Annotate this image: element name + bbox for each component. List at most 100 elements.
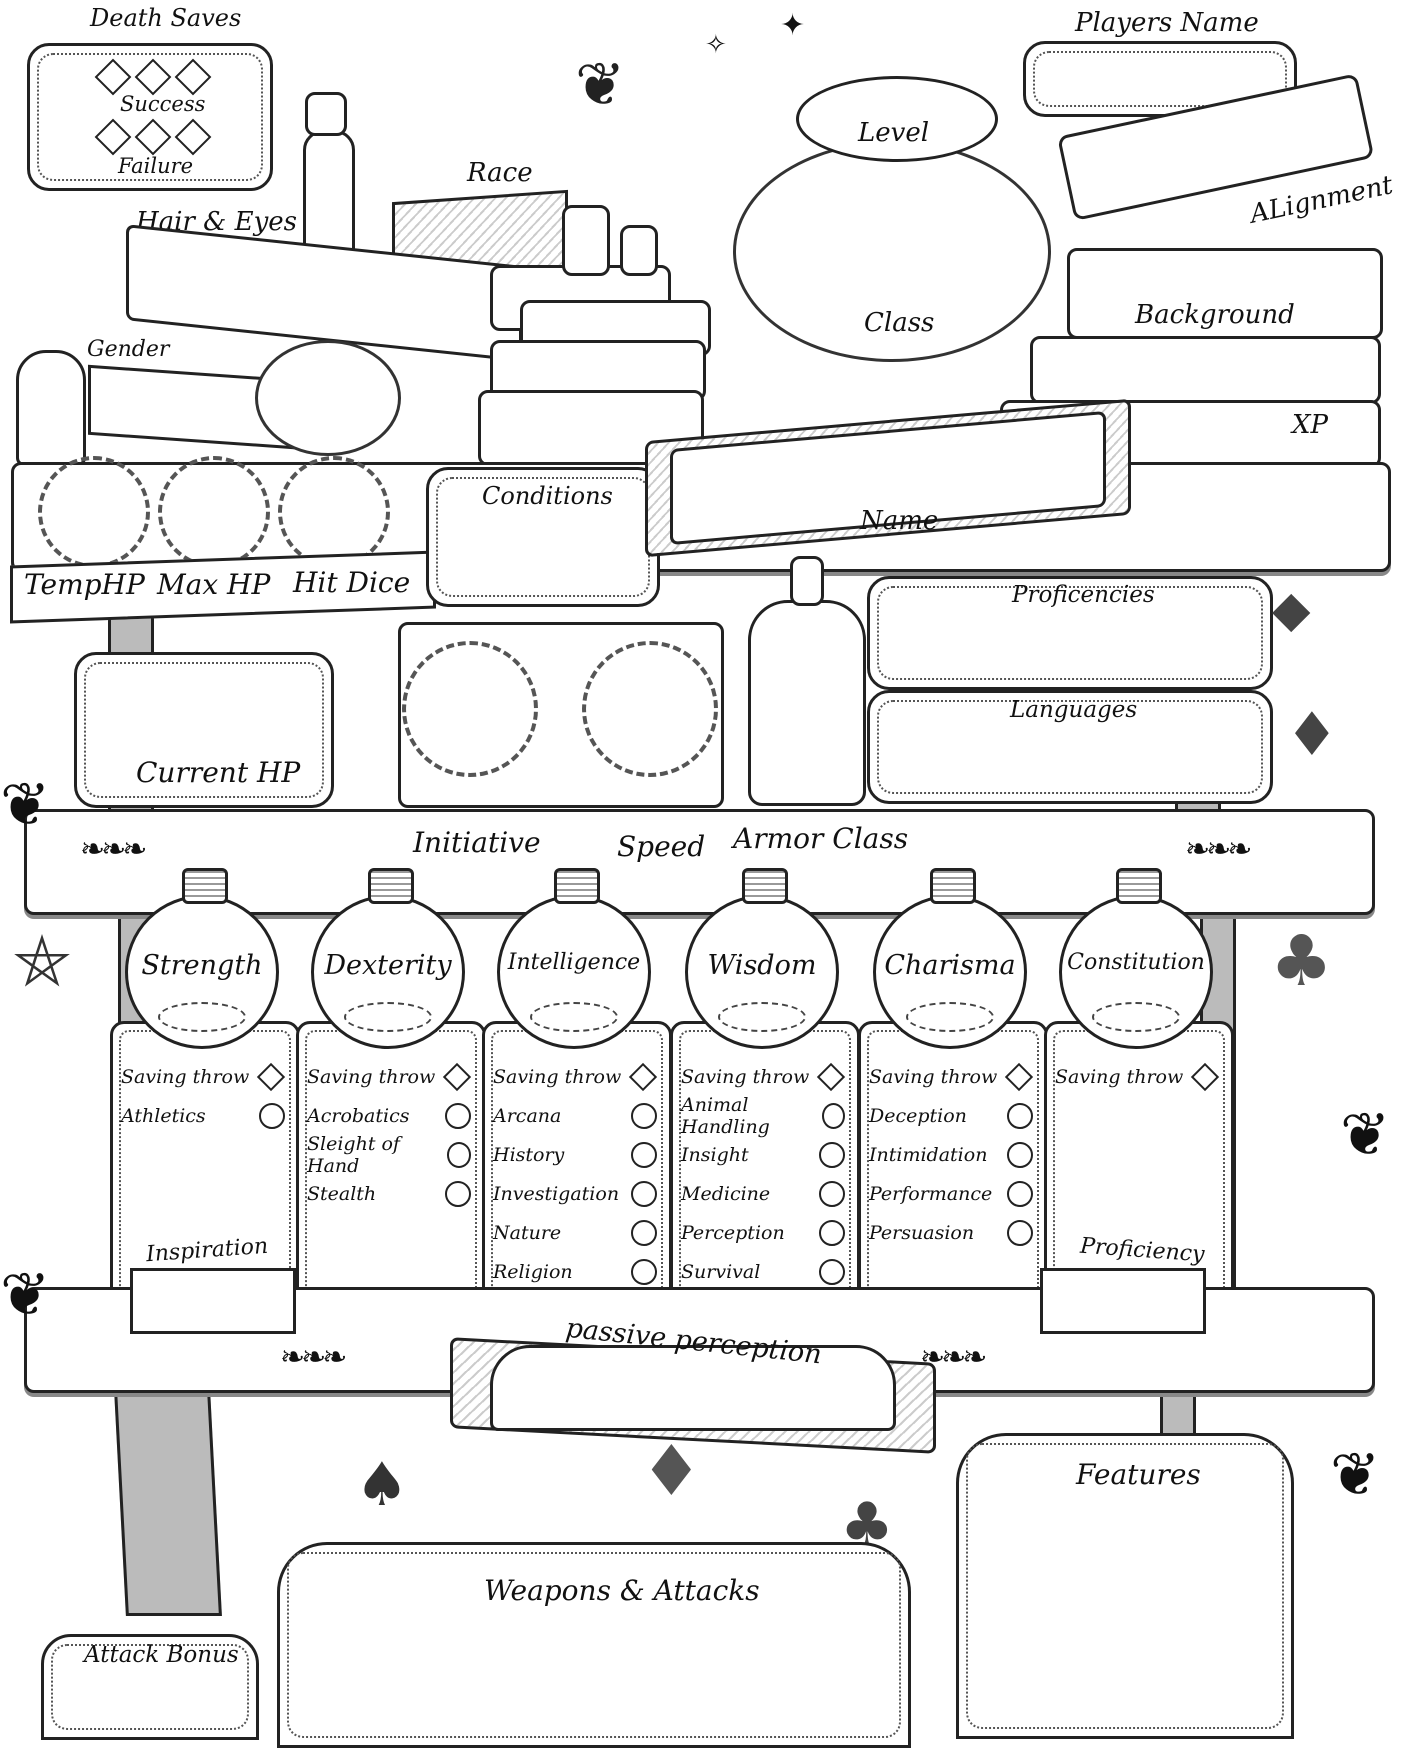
charisma-label: Charisma: [884, 950, 1016, 981]
hourglass-circle-left[interactable]: [402, 641, 538, 777]
dexterity-modifier-field[interactable]: [344, 1002, 432, 1032]
proficiency-radio[interactable]: [819, 1142, 845, 1168]
proficiency-diamond[interactable]: [1004, 1062, 1034, 1092]
proficiency-radio[interactable]: [1007, 1220, 1033, 1246]
charisma-score-potion[interactable]: Charisma: [873, 868, 1027, 1049]
proficiency-radio[interactable]: [631, 1181, 657, 1207]
class-oval[interactable]: [733, 141, 1051, 362]
proficiency-banner[interactable]: [1040, 1268, 1206, 1334]
proficiency-radio[interactable]: [819, 1220, 845, 1246]
failure-checkbox[interactable]: [174, 118, 212, 156]
proficiency-diamond[interactable]: [628, 1062, 658, 1092]
proficiency-diamond[interactable]: [442, 1062, 472, 1092]
skill-label: Acrobatics: [307, 1105, 410, 1127]
skill-perception[interactable]: Perception: [681, 1216, 849, 1250]
constitution-score-potion[interactable]: Constitution: [1059, 868, 1213, 1049]
proficiencies-box[interactable]: [867, 576, 1273, 690]
skill-nature[interactable]: Nature: [493, 1216, 661, 1250]
conditions-label: Conditions: [482, 482, 613, 510]
skill-persuasion[interactable]: Persuasion: [869, 1216, 1037, 1250]
max-hp-circle[interactable]: [158, 456, 270, 568]
skill-acrobatics[interactable]: Acrobatics: [307, 1099, 475, 1133]
passive-perception-banner[interactable]: [490, 1345, 896, 1431]
proficiency-radio[interactable]: [631, 1142, 657, 1168]
success-checkbox[interactable]: [134, 58, 172, 96]
languages-box[interactable]: [867, 690, 1273, 804]
level-label: Level: [858, 118, 930, 148]
skill-investigation[interactable]: Investigation: [493, 1177, 661, 1211]
constitution-modifier-field[interactable]: [1092, 1002, 1180, 1032]
proficiency-diamond[interactable]: [1190, 1062, 1220, 1092]
proficiency-radio[interactable]: [1007, 1181, 1033, 1207]
proficiency-radio[interactable]: [819, 1259, 845, 1285]
armor-class-label[interactable]: Armor Class: [733, 822, 909, 855]
weapons-attacks-box[interactable]: [277, 1542, 911, 1748]
level-oval[interactable]: [796, 76, 998, 162]
candle-decor: [620, 225, 658, 276]
constitution-saving-throw[interactable]: Saving throw: [1055, 1060, 1223, 1094]
skill-stealth[interactable]: Stealth: [307, 1177, 475, 1211]
skill-medicine[interactable]: Medicine: [681, 1177, 849, 1211]
proficiency-radio[interactable]: [631, 1259, 657, 1285]
cork-icon: [1116, 868, 1162, 904]
proficiency-radio[interactable]: [631, 1103, 657, 1129]
wisdom-saving-throw[interactable]: Saving throw: [681, 1060, 849, 1094]
charisma-saving-throw[interactable]: Saving throw: [869, 1060, 1037, 1094]
inspiration-banner[interactable]: [130, 1268, 296, 1334]
skill-performance[interactable]: Performance: [869, 1177, 1037, 1211]
death-saves-box: Success Failure: [27, 43, 273, 191]
intelligence-score-potion[interactable]: Intelligence: [497, 868, 651, 1049]
skill-insight[interactable]: Insight: [681, 1138, 849, 1172]
skill-religion[interactable]: Religion: [493, 1255, 661, 1289]
hourglass-circle-right[interactable]: [582, 641, 718, 777]
proficiency-radio[interactable]: [259, 1103, 285, 1129]
strength-score-potion[interactable]: Strength: [125, 868, 279, 1049]
proficiency-radio[interactable]: [1007, 1142, 1033, 1168]
conditions-box[interactable]: [426, 467, 660, 607]
skill-animal-handling[interactable]: Animal Handling: [681, 1094, 849, 1138]
hit-dice-circle[interactable]: [278, 456, 390, 568]
strength-saving-throw[interactable]: Saving throw: [121, 1060, 289, 1094]
initiative-label[interactable]: Initiative: [413, 826, 541, 859]
proficiency-radio[interactable]: [1007, 1103, 1033, 1129]
skill-arcana[interactable]: Arcana: [493, 1099, 661, 1133]
proficiency-radio[interactable]: [445, 1181, 471, 1207]
proficiency-radio[interactable]: [821, 1103, 845, 1129]
candle-decor: [562, 205, 610, 276]
proficiency-diamond[interactable]: [816, 1062, 846, 1092]
skill-sleight-of-hand[interactable]: Sleight of Hand: [307, 1133, 475, 1177]
skill-history[interactable]: History: [493, 1138, 661, 1172]
leaf-icon: ❦: [0, 770, 51, 840]
proficiency-diamond[interactable]: [256, 1062, 286, 1092]
dexterity-score-potion[interactable]: Dexterity: [311, 868, 465, 1049]
cork-icon: [742, 868, 788, 904]
proficiency-radio[interactable]: [446, 1142, 471, 1168]
speed-label[interactable]: Speed: [617, 830, 706, 863]
failure-checkbox[interactable]: [94, 118, 132, 156]
strength-modifier-field[interactable]: [158, 1002, 246, 1032]
proficiency-radio[interactable]: [631, 1220, 657, 1246]
skill-intimidation[interactable]: Intimidation: [869, 1138, 1037, 1172]
current-hp-box[interactable]: [74, 652, 334, 808]
skill-survival[interactable]: Survival: [681, 1255, 849, 1289]
proficiency-radio[interactable]: [819, 1181, 845, 1207]
features-box[interactable]: [956, 1433, 1294, 1739]
skill-deception[interactable]: Deception: [869, 1099, 1037, 1133]
intelligence-saving-throw[interactable]: Saving throw: [493, 1060, 661, 1094]
background-book[interactable]: [1067, 248, 1383, 339]
wisdom-modifier-field[interactable]: [718, 1002, 806, 1032]
failure-checkbox[interactable]: [134, 118, 172, 156]
skill-athletics[interactable]: Athletics: [121, 1099, 289, 1133]
dexterity-saving-throw[interactable]: Saving throw: [307, 1060, 475, 1094]
success-checkbox[interactable]: [174, 58, 212, 96]
success-checkbox[interactable]: [94, 58, 132, 96]
cork-icon: [930, 868, 976, 904]
skill-label: Performance: [869, 1183, 993, 1205]
intelligence-modifier-field[interactable]: [530, 1002, 618, 1032]
wisdom-score-potion[interactable]: Wisdom: [685, 868, 839, 1049]
temp-hp-circle[interactable]: [38, 456, 150, 568]
skill-label: Investigation: [493, 1183, 620, 1205]
skill-label: Saving throw: [681, 1066, 810, 1088]
proficiency-radio[interactable]: [445, 1103, 471, 1129]
charisma-modifier-field[interactable]: [906, 1002, 994, 1032]
